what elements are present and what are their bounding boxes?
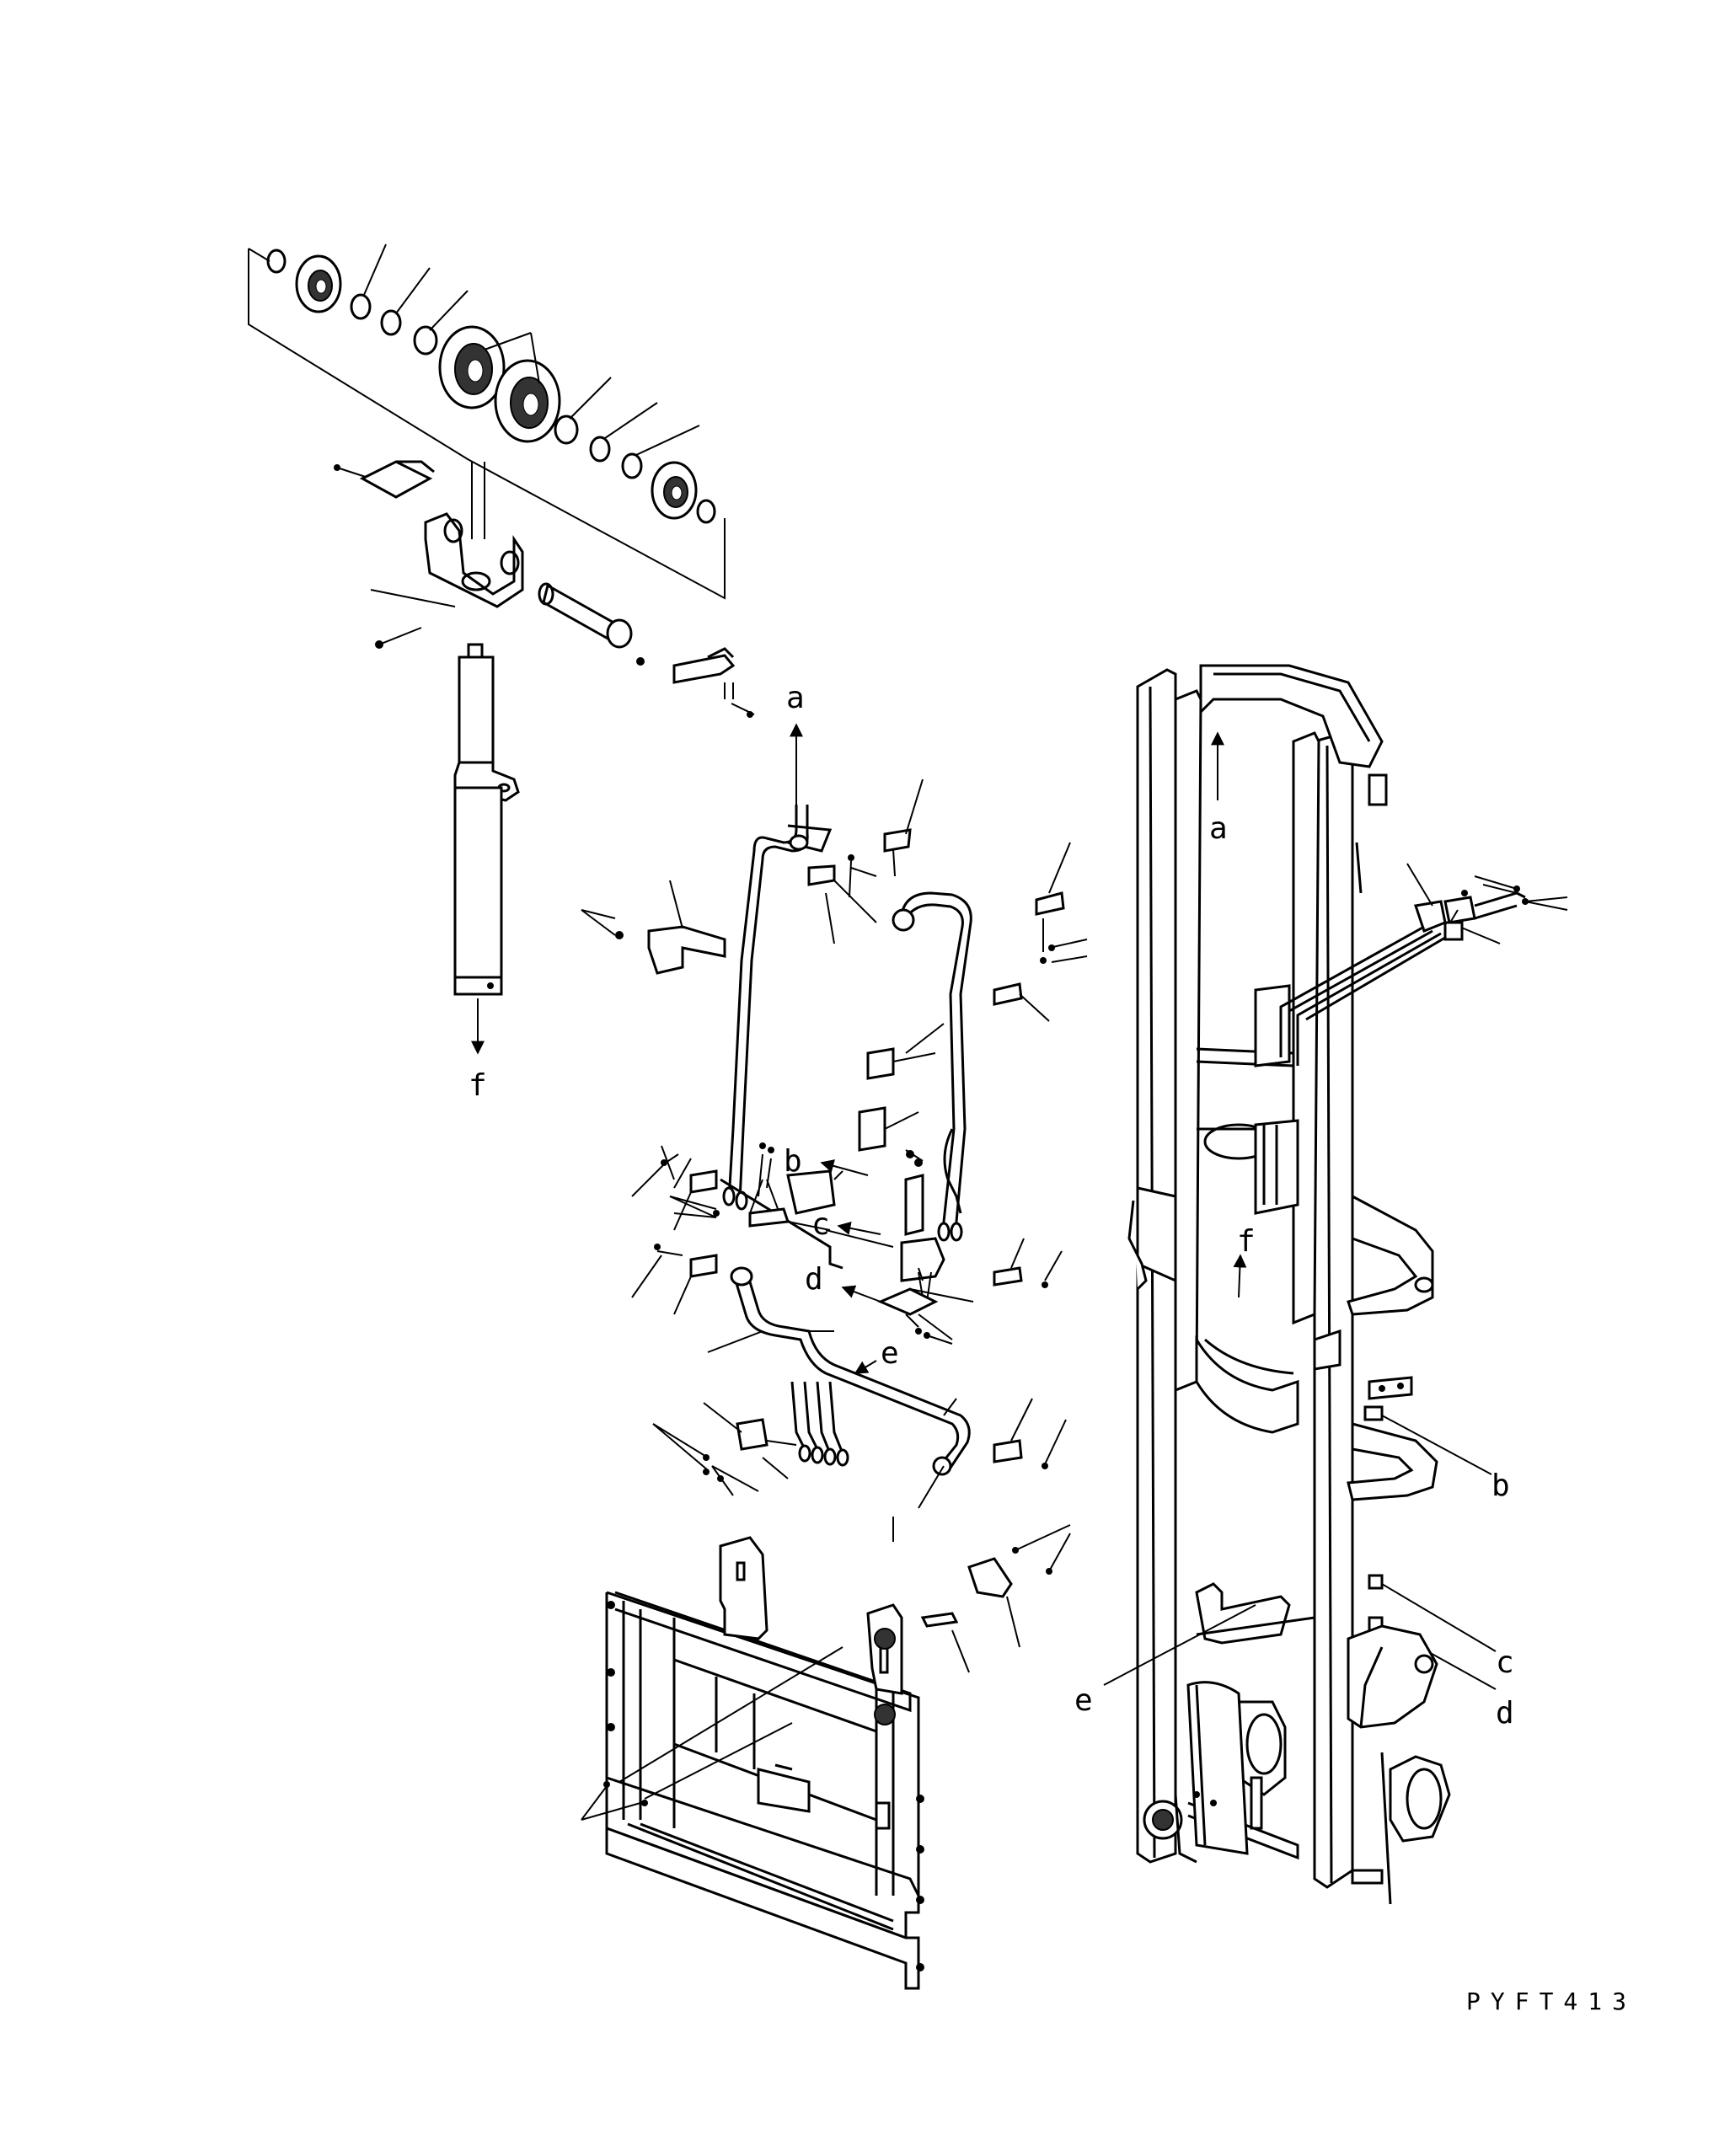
pulley-assembly <box>248 243 726 600</box>
label-c-hose: c <box>811 1207 830 1242</box>
label-a-mast: a <box>1209 811 1228 846</box>
shim <box>380 309 402 336</box>
drawing-number: PYFT413 <box>1466 1987 1636 2015</box>
shim <box>589 436 611 463</box>
bearing <box>295 254 342 313</box>
spacer <box>350 293 372 320</box>
spacer <box>621 452 643 479</box>
snap-ring <box>266 249 286 274</box>
bearing <box>651 461 698 520</box>
upper-hose-assembly: b c <box>581 778 1088 1305</box>
pulley <box>438 325 506 409</box>
fork-carriage <box>581 1524 1071 1990</box>
snap-ring <box>696 499 716 524</box>
lift-cylinder: f <box>453 643 520 1103</box>
label-f-mast: f <box>1237 1224 1256 1259</box>
label-d-mast: d <box>1496 1696 1514 1731</box>
label-b-mast: b <box>1491 1469 1510 1503</box>
label-f-cylinder: f <box>469 1068 487 1103</box>
label-e-hose: e <box>881 1336 899 1371</box>
mast: a f b c d <box>1074 664 1514 1905</box>
label-a-top: a <box>786 681 805 715</box>
lower-hose-assembly: d e <box>631 1196 1067 1542</box>
pulley <box>494 359 561 443</box>
seal <box>554 415 579 445</box>
label-e-mast: e <box>1074 1683 1093 1718</box>
seal <box>413 325 438 356</box>
label-c-mast: c <box>1496 1645 1514 1680</box>
mast-side-hoses <box>1279 863 1568 1066</box>
label-b-hose: b <box>784 1144 802 1179</box>
label-d-hose: d <box>805 1262 823 1297</box>
crosshead-bracket <box>334 460 755 718</box>
